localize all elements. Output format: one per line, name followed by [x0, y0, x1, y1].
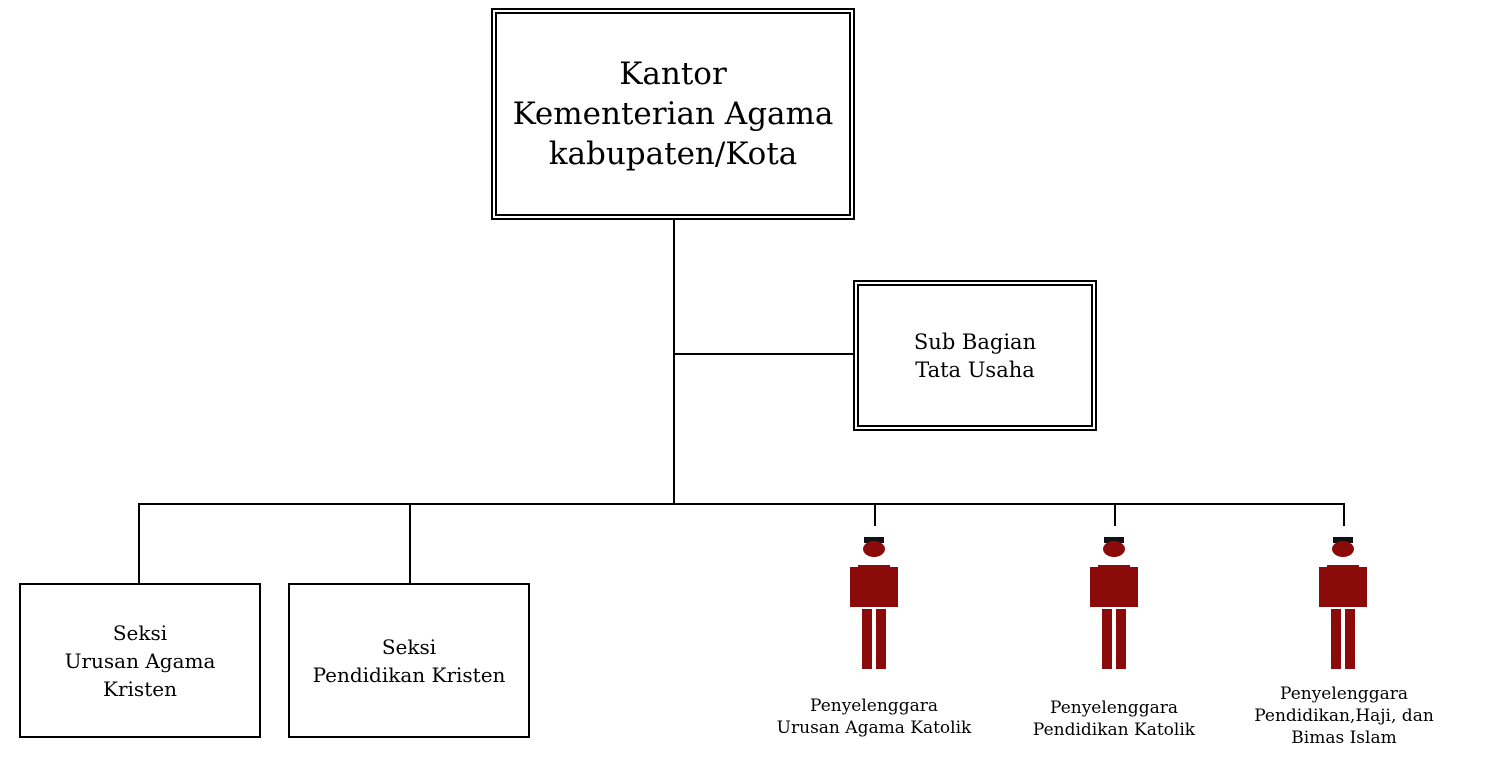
sub-bagian-line-2: Tata Usaha [915, 357, 1035, 382]
kantor-line-1: Kantor [619, 56, 727, 92]
seksi1-line-2: Urusan Agama [64, 648, 216, 673]
sub-bagian-line-1: Sub Bagian [913, 329, 1037, 354]
p2-line-1: Penyelenggara [1050, 698, 1178, 718]
person-icon [1090, 537, 1138, 669]
p1-line-2: Urusan Agama Katolik [776, 718, 972, 738]
p3-line-2: Pendidikan,Haji, dan [1254, 706, 1434, 726]
penyelenggara-katolik-urusan-label: Penyelenggara Urusan Agama Katolik [754, 695, 994, 739]
connector-top-trunk [673, 218, 675, 505]
connector-seksi2 [409, 503, 411, 585]
kantor-box: Kantor Kementerian Agama kabupaten/Kota [491, 8, 855, 220]
connector-p1 [874, 503, 876, 526]
connector-seksi1 [138, 503, 140, 585]
seksi1-line-1: Seksi [112, 620, 168, 645]
p2-line-2: Pendidikan Katolik [1032, 720, 1196, 740]
seksi2-line-2: Pendidikan Kristen [312, 662, 506, 687]
connector-bottom-bar [138, 503, 1345, 505]
penyelenggara-katolik-pendidikan-label: Penyelenggara Pendidikan Katolik [994, 697, 1234, 741]
kantor-line-3: kabupaten/Kota [548, 136, 798, 172]
person-icon [1319, 537, 1367, 669]
seksi1-line-3: Kristen [103, 676, 177, 701]
sub-bagian-box: Sub Bagian Tata Usaha [853, 280, 1097, 431]
person-icon [850, 537, 898, 669]
connector-p3 [1343, 503, 1345, 526]
seksi-pendidikan-kristen-box: Seksi Pendidikan Kristen [288, 583, 530, 738]
penyelenggara-islam-label: Penyelenggara Pendidikan,Haji, dan Bimas… [1224, 683, 1464, 749]
p3-line-3: Bimas Islam [1291, 728, 1397, 748]
connector-sub-branch [673, 353, 855, 355]
p3-line-1: Penyelenggara [1280, 684, 1408, 704]
p1-line-1: Penyelenggara [810, 696, 938, 716]
kantor-line-2: Kementerian Agama [512, 96, 834, 132]
seksi2-line-1: Seksi [381, 634, 437, 659]
seksi-urusan-agama-kristen-box: Seksi Urusan Agama Kristen [19, 583, 261, 738]
connector-p2 [1114, 503, 1116, 526]
